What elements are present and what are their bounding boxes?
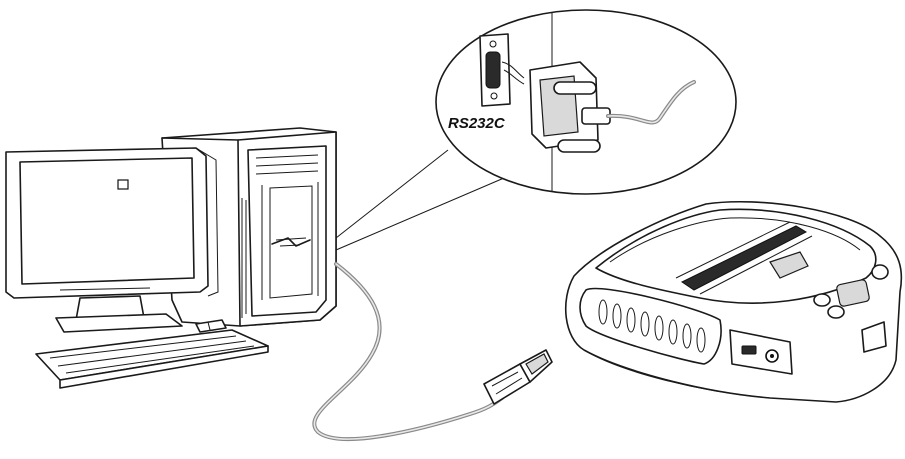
printer-vents: [579, 287, 722, 365]
printer-display: [836, 279, 870, 307]
usb-plug: [483, 349, 553, 405]
desktop-icon: [117, 179, 129, 190]
usb-cable: [312, 262, 553, 442]
printer-button: [813, 293, 831, 307]
db9-connector: [529, 61, 696, 153]
monitor: [5, 147, 219, 333]
rs232c-port: [479, 33, 525, 107]
mouse: [195, 319, 227, 333]
port-label: RS232C: [448, 115, 506, 132]
zoom-callout: RS232C: [335, 9, 737, 251]
printer-power-button: [871, 264, 889, 280]
mobile-printer: [564, 200, 903, 403]
desktop-computer: [5, 127, 337, 389]
printer-port-panel: [729, 329, 793, 375]
keyboard: [35, 329, 269, 389]
printer-button: [827, 305, 845, 319]
